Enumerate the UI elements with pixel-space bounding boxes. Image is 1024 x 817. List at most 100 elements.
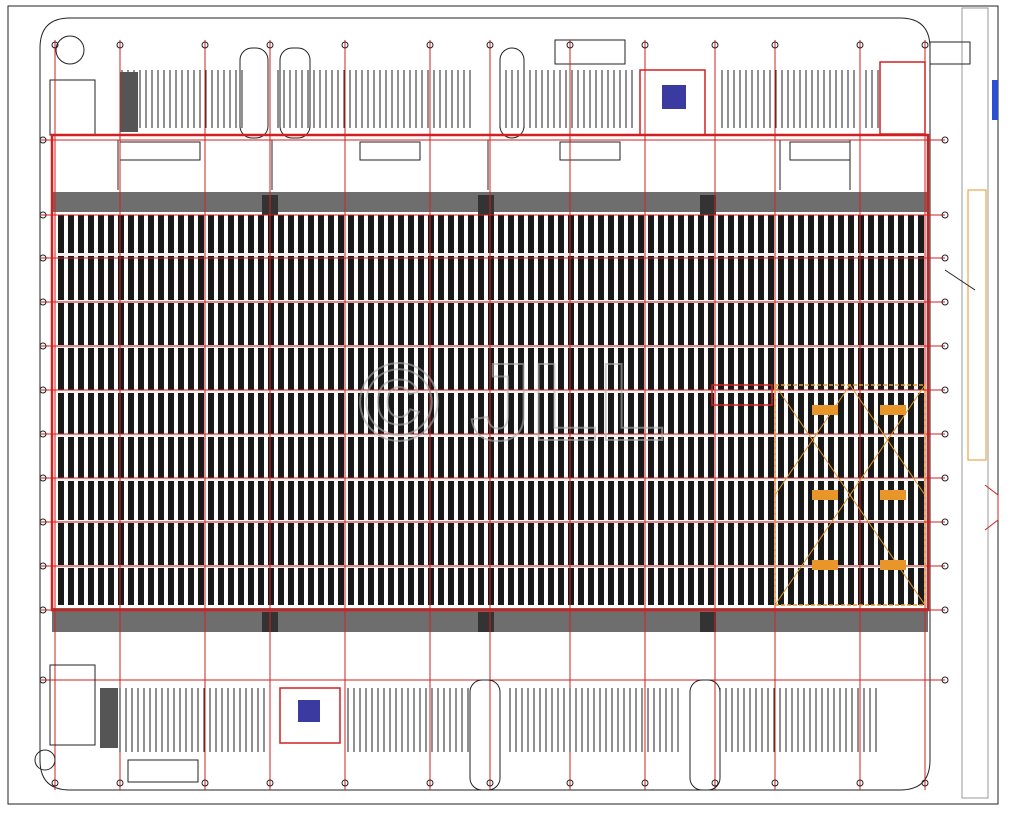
- rack-row: [778, 215, 784, 605]
- rack-row: [628, 215, 634, 605]
- rack-row: [688, 215, 694, 605]
- rack-row: [578, 215, 584, 605]
- rack-row: [138, 215, 144, 605]
- rack-row: [328, 215, 334, 605]
- grid-bubble: [941, 386, 949, 394]
- rack-row: [748, 215, 754, 605]
- rack-row: [538, 215, 544, 605]
- stair-icon: [700, 612, 716, 632]
- rack-row: [498, 215, 504, 605]
- truck-bay: [279, 47, 311, 139]
- rack-row: [468, 215, 474, 605]
- truck-bay: [239, 47, 269, 139]
- rack-row: [528, 215, 534, 605]
- leader-line: [944, 269, 976, 291]
- rack-row: [408, 215, 414, 605]
- blue-marker: [992, 80, 998, 120]
- equipment-block: [812, 490, 838, 500]
- rack-row: [418, 215, 424, 605]
- stair-icon: [700, 195, 716, 215]
- site-boundary: [39, 17, 931, 791]
- grid-bubble: [941, 474, 949, 482]
- rack-row: [728, 215, 734, 605]
- stair-icon: [34, 749, 56, 771]
- equipment-block: [812, 405, 838, 415]
- grid-bubble: [39, 518, 47, 526]
- rack-row: [848, 215, 854, 605]
- grid-bubble: [641, 779, 649, 787]
- grid-bubble: [941, 562, 949, 570]
- grid-bubble: [941, 518, 949, 526]
- sheet-frame: [7, 5, 999, 805]
- dock-office: [789, 141, 851, 161]
- rack-row: [608, 215, 614, 605]
- watermark-logo: © JLL: [358, 341, 665, 464]
- grid-bubble: [921, 779, 929, 787]
- grid-bubble: [641, 41, 649, 49]
- rack-row: [338, 215, 344, 605]
- truck-dock-icon: [298, 700, 320, 722]
- rack-row: [718, 215, 724, 605]
- grid-bubble: [486, 41, 494, 49]
- grid-bubble: [51, 41, 59, 49]
- rack-row: [438, 215, 444, 605]
- grid-bubble: [39, 386, 47, 394]
- grid-bubble: [39, 474, 47, 482]
- grid-bubble: [941, 342, 949, 350]
- rack-row: [58, 215, 64, 605]
- rack-row: [588, 215, 594, 605]
- rack-row: [78, 215, 84, 605]
- grid-bubble: [116, 41, 124, 49]
- stair-icon: [478, 195, 494, 215]
- rack-row: [428, 215, 434, 605]
- equipment-block: [880, 405, 906, 415]
- zone-diagonal: [774, 384, 851, 496]
- rack-row: [858, 215, 864, 605]
- rack-row: [388, 215, 394, 605]
- grid-bubble: [771, 779, 779, 787]
- grid-bubble: [39, 676, 47, 684]
- grid-bubble: [941, 430, 949, 438]
- rack-row: [128, 215, 134, 605]
- rack-row: [448, 215, 454, 605]
- rack-row: [518, 215, 524, 605]
- grid-bubble: [711, 779, 719, 787]
- rack-row: [108, 215, 114, 605]
- equipment-block: [880, 490, 906, 500]
- grid-bubble: [51, 779, 59, 787]
- rack-row: [908, 215, 914, 605]
- grid-bubble: [711, 41, 719, 49]
- rack-row: [798, 215, 804, 605]
- rack-row: [68, 215, 74, 605]
- rack-row: [568, 215, 574, 605]
- rack-row: [548, 215, 554, 605]
- grid-bubble: [39, 136, 47, 144]
- rack-row: [768, 215, 774, 605]
- rack-row: [198, 215, 204, 605]
- grid-bubble: [566, 41, 574, 49]
- rack-row: [258, 215, 264, 605]
- rack-row: [598, 215, 604, 605]
- equipment-block: [880, 560, 906, 570]
- rack-row: [838, 215, 844, 605]
- rack-row: [238, 215, 244, 605]
- grid-bubble: [341, 779, 349, 787]
- truck-bay: [499, 47, 525, 139]
- rack-row: [398, 215, 404, 605]
- rack-row: [158, 215, 164, 605]
- ramp-hatch: [120, 72, 138, 132]
- grid-bubble: [856, 779, 864, 787]
- grid-bubble: [426, 779, 434, 787]
- rack-row: [708, 215, 714, 605]
- grid-bubble: [39, 430, 47, 438]
- rack-row: [188, 215, 194, 605]
- grid-bubble: [771, 41, 779, 49]
- grid-bubble: [39, 211, 47, 219]
- road-marking: [967, 189, 987, 461]
- rack-row: [178, 215, 184, 605]
- grid-bubble: [941, 136, 949, 144]
- rack-row: [788, 215, 794, 605]
- rack-row: [268, 215, 274, 605]
- rack-row: [308, 215, 314, 605]
- bottom-dock-band: [34, 664, 877, 791]
